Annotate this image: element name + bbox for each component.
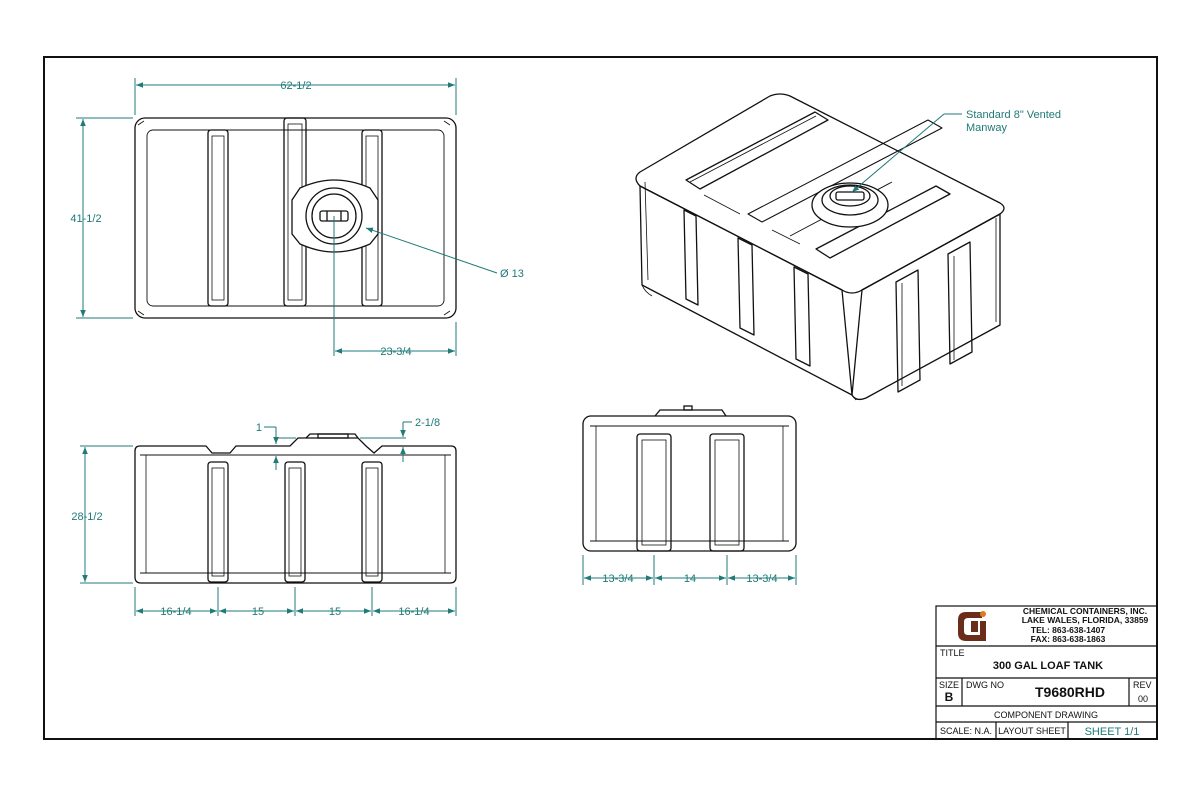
dim-side-spacing-2: 14 bbox=[684, 573, 696, 585]
top-view-dimensions bbox=[76, 78, 498, 356]
iso-callout-line1: Standard 8" Vented bbox=[966, 109, 1061, 121]
dim-front-spacing-2: 15 bbox=[252, 606, 264, 618]
dim-front-spacing-4: 16-1/4 bbox=[398, 606, 429, 618]
company-logo bbox=[956, 609, 986, 642]
rev-value: 00 bbox=[1138, 694, 1148, 704]
dim-side-spacing-1: 13-3/4 bbox=[602, 573, 633, 585]
scale-label: SCALE: N.A. bbox=[940, 726, 992, 736]
sheet-number: SHEET 1/1 bbox=[1085, 726, 1140, 738]
iso-callout-leader bbox=[851, 113, 962, 193]
side-view-dimensions bbox=[582, 555, 797, 585]
dim-manway-diameter: Ø 13 bbox=[500, 268, 524, 280]
title-block bbox=[935, 605, 1158, 740]
size-value: B bbox=[945, 690, 954, 704]
drawing-title: 300 GAL LOAF TANK bbox=[993, 660, 1103, 672]
sheet-border bbox=[43, 56, 1158, 740]
company-name: CHEMICAL CONTAINERS, INC. bbox=[1023, 606, 1147, 616]
front-view bbox=[134, 433, 457, 584]
dim-manway-offset: 23-3/4 bbox=[380, 346, 411, 358]
dim-overall-depth: 41-1/2 bbox=[70, 213, 101, 225]
title-label: TITLE bbox=[940, 648, 965, 658]
dim-side-spacing-3: 13-3/4 bbox=[746, 573, 777, 585]
side-view bbox=[582, 405, 797, 552]
dim-manway-height: 2-1/8 bbox=[415, 417, 440, 429]
dim-front-spacing-3: 15 bbox=[329, 606, 341, 618]
drawing-description: COMPONENT DRAWING bbox=[994, 710, 1098, 720]
size-label: SIZE bbox=[939, 680, 959, 690]
dwg-no-value: T9680RHD bbox=[1035, 684, 1105, 700]
top-view bbox=[134, 117, 457, 319]
isometric-view bbox=[635, 93, 1005, 401]
company-address: LAKE WALES, FLORIDA, 33859 bbox=[1022, 615, 1149, 625]
company-fax: FAX: 863-638-1863 bbox=[1031, 634, 1106, 644]
front-view-dimensions bbox=[80, 421, 457, 616]
layout-sheet-label: LAYOUT SHEET bbox=[998, 726, 1066, 736]
rev-label: REV bbox=[1133, 680, 1152, 690]
dim-overall-width: 62-1/2 bbox=[280, 80, 311, 92]
dim-front-spacing-1: 16-1/4 bbox=[160, 606, 191, 618]
company-tel: TEL: 863-638-1407 bbox=[1031, 625, 1105, 635]
dim-recess: 1 bbox=[256, 422, 262, 434]
iso-callout-line2: Manway bbox=[966, 122, 1007, 134]
dwg-no-label: DWG NO bbox=[966, 680, 1004, 690]
dim-height: 28-1/2 bbox=[71, 511, 102, 523]
